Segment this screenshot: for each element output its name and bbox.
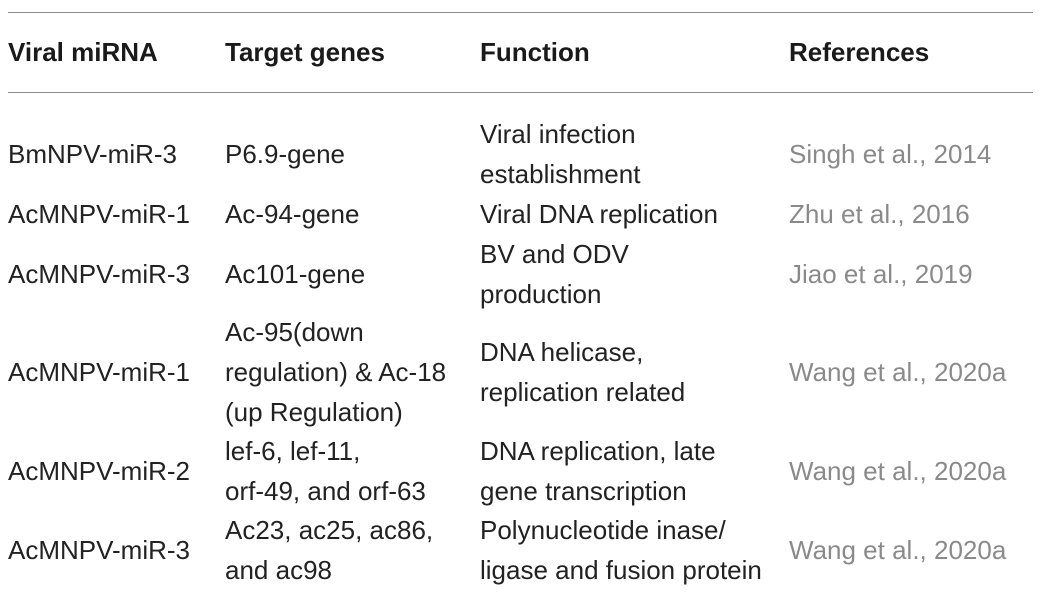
cell-target-genes: P6.9-gene	[225, 139, 345, 169]
header-viral-mirna: Viral miRNA	[8, 37, 158, 67]
table-header-rule	[8, 92, 1033, 93]
header-function: Function	[480, 37, 590, 67]
cell-function: production	[480, 279, 602, 309]
cell-target-genes: orf-49, and orf-63	[225, 476, 426, 506]
header-references: References	[789, 37, 930, 67]
cell-function: Viral DNA replication	[480, 199, 718, 229]
header-target-genes: Target genes	[225, 37, 385, 67]
cell-function: Viral infection	[480, 119, 636, 149]
cell-reference: Zhu et al., 2016	[789, 199, 970, 229]
cell-target-genes: lef-6, lef-11,	[225, 436, 361, 466]
cell-target-genes: Ac23, ac25, ac86,	[225, 515, 434, 545]
cell-viral-mirna: AcMNPV-miR-1	[8, 199, 191, 229]
cell-target-genes: (up Regulation)	[225, 397, 403, 427]
cell-function: DNA helicase,	[480, 337, 644, 367]
cell-function: ligase and fusion protein	[480, 555, 762, 585]
cell-viral-mirna: AcMNPV-miR-1	[8, 357, 191, 387]
table-header: Viral miRNA Target genes Function Refere…	[0, 32, 1044, 76]
cell-function: gene transcription	[480, 476, 687, 506]
cell-reference: Singh et al., 2014	[789, 139, 992, 169]
table-top-rule	[8, 12, 1033, 13]
cell-viral-mirna: AcMNPV-miR-2	[8, 456, 191, 486]
cell-reference: Wang et al., 2020a	[789, 456, 1007, 486]
cell-viral-mirna: AcMNPV-miR-3	[8, 259, 191, 289]
cell-target-genes: Ac-95(down	[225, 317, 364, 347]
cell-function: establishment	[480, 159, 641, 189]
cell-target-genes: Ac-94-gene	[225, 199, 360, 229]
cell-target-genes: and ac98	[225, 555, 332, 585]
cell-function: DNA replication, late	[480, 436, 716, 466]
cell-function: BV and ODV	[480, 239, 629, 269]
cell-reference: Wang et al., 2020a	[789, 357, 1007, 387]
cell-reference: Jiao et al., 2019	[789, 259, 973, 289]
cell-reference: Wang et al., 2020a	[789, 535, 1007, 565]
cell-viral-mirna: BmNPV-miR-3	[8, 139, 178, 169]
cell-function: replication related	[480, 377, 686, 407]
cell-function: Polynucleotide inase/	[480, 515, 726, 545]
cell-target-genes: regulation) & Ac-18	[225, 357, 447, 387]
cell-viral-mirna: AcMNPV-miR-3	[8, 535, 191, 565]
cell-target-genes: Ac101-gene	[225, 259, 366, 289]
